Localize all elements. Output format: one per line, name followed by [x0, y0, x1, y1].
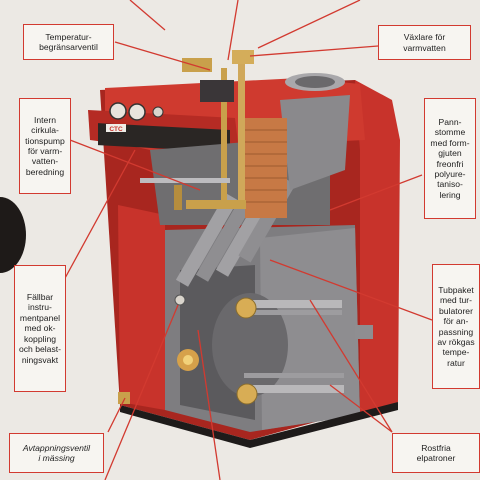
side-handle — [355, 325, 373, 339]
sensor-knob-icon — [174, 294, 186, 306]
leader-lines — [63, 0, 433, 480]
control-knob-icon — [152, 106, 164, 118]
instrument-panel-face — [98, 123, 230, 153]
element-flange-lower-icon — [236, 383, 258, 405]
element-flange-upper-icon — [235, 297, 257, 319]
boiler-base — [120, 402, 398, 448]
heating-element-upper — [242, 300, 342, 308]
boiler-left-cladding — [118, 205, 165, 410]
label-temperature-limiter-valve: Temperatur- begränsarventil — [23, 24, 114, 60]
plate-heat-exchanger — [245, 118, 287, 218]
brand-plate: CTC — [109, 126, 123, 133]
heating-element-lower — [244, 385, 344, 393]
label-boiler-body: Pann- stomme med form- gjuten freonfri p… — [424, 98, 476, 219]
label-hot-water-exchanger: Växlare för varmvatten — [378, 25, 471, 60]
label-folding-instrument-panel: Fällbar instru- mentpanel med ok- koppli… — [14, 265, 66, 392]
drain-valve-icon — [118, 392, 130, 404]
temperature-gauge-icon — [128, 103, 146, 121]
dark-edge-object — [0, 197, 26, 273]
pipe-stub — [200, 80, 234, 102]
label-drain-valve: Avtappningsventil i mässing — [9, 433, 104, 473]
label-internal-circulation-pump: Intern cirkula- tionspump för varm- vatt… — [19, 98, 71, 194]
label-stainless-heating-elements: Rostfria elpatroner — [392, 433, 480, 473]
burner-cylinder — [212, 293, 288, 397]
tube-pack — [280, 95, 350, 190]
pressure-gauge-icon — [109, 102, 127, 120]
chamber-right-face — [260, 228, 360, 430]
brand-plate-bg — [106, 124, 126, 132]
label-tube-pack: Tubpaket med tur- bulatorer för an- pass… — [432, 264, 480, 389]
